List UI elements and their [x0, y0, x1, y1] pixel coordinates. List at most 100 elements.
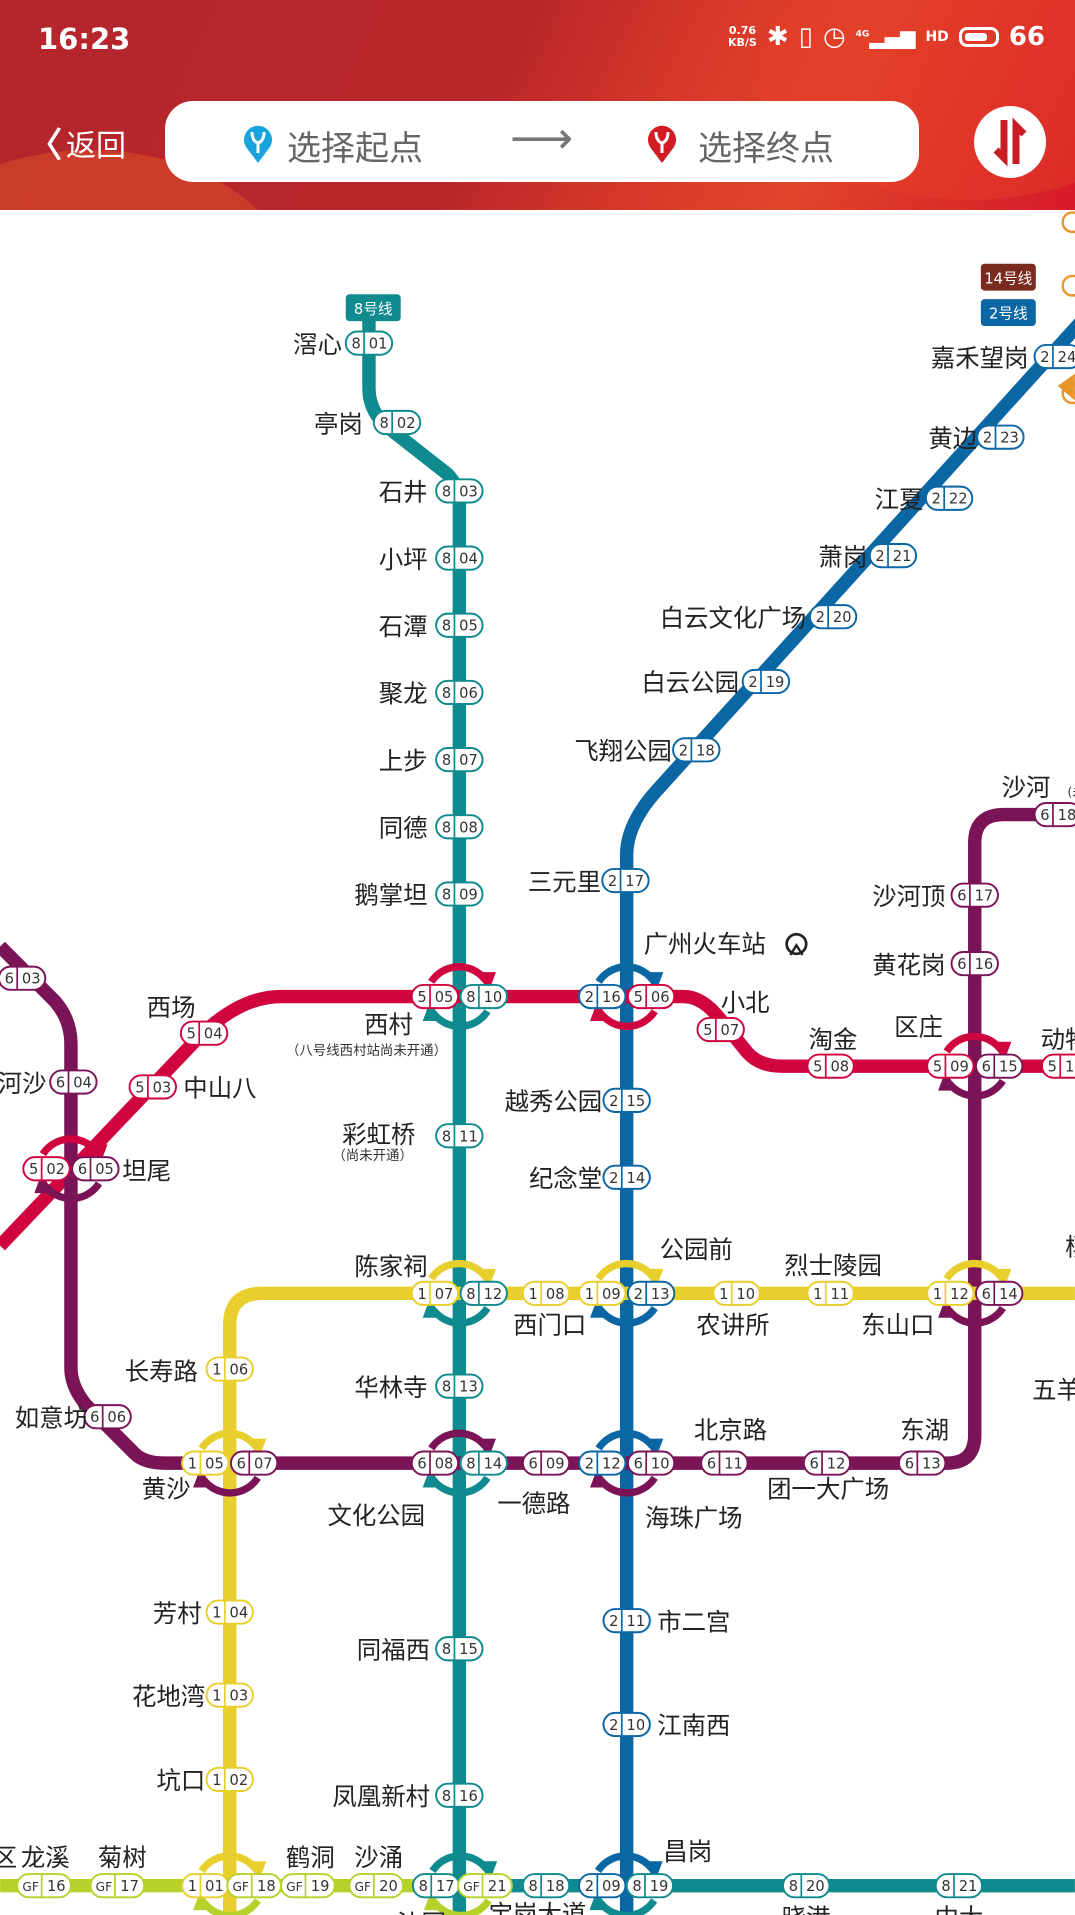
station[interactable]: 820晓港: [782, 1873, 831, 1915]
line-tag[interactable]: 2号线: [980, 299, 1036, 327]
station[interactable]: 区: [0, 1843, 17, 1872]
station[interactable]: 杨: [1065, 1232, 1075, 1261]
start-station-input[interactable]: 选择起点: [287, 129, 423, 169]
line-tag[interactable]: 8号线: [345, 294, 401, 322]
end-station-input[interactable]: 选择终点: [698, 129, 834, 169]
station[interactable]: 五羊: [1032, 1375, 1075, 1404]
